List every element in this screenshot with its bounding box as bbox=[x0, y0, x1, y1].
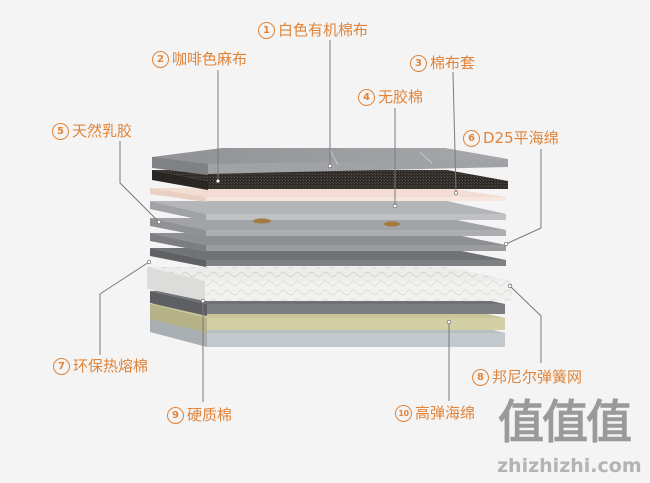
leader-7-dot bbox=[146, 259, 152, 265]
label-text: 硬质棉 bbox=[187, 406, 233, 424]
label-high-elastic-sponge: 10 高弹海绵 bbox=[395, 404, 475, 422]
label-number: 8 bbox=[472, 368, 489, 386]
label-bonnell-spring: 8 邦尼尔弹簧网 bbox=[472, 368, 582, 386]
leader-5 bbox=[119, 141, 160, 223]
label-text: 无胶棉 bbox=[378, 88, 424, 106]
label-number: 5 bbox=[52, 122, 69, 140]
leader-1-dot bbox=[327, 163, 333, 169]
leader-8-dot bbox=[507, 283, 513, 289]
label-thermal-cotton: 7 环保热熔棉 bbox=[53, 357, 148, 375]
leader-5-dot bbox=[156, 219, 162, 225]
label-glue-free-cotton: 4 无胶棉 bbox=[358, 88, 423, 106]
label-text: D25平海绵 bbox=[483, 129, 559, 147]
leader-7 bbox=[99, 261, 150, 355]
label-text: 白色有机棉布 bbox=[278, 21, 369, 39]
layer-bonnell-spring bbox=[147, 267, 512, 301]
layer-natural-latex bbox=[150, 218, 506, 237]
label-cotton-cover: 3 棉布套 bbox=[410, 54, 475, 72]
label-d25-sponge: 6 D25平海绵 bbox=[463, 129, 559, 147]
label-number: 10 bbox=[395, 404, 412, 422]
layer-cotton-cover bbox=[150, 188, 506, 202]
leader-3-dot bbox=[453, 190, 459, 196]
leader-4-dot bbox=[392, 203, 398, 209]
leader-6 bbox=[505, 149, 542, 245]
label-text: 环保热熔棉 bbox=[73, 357, 149, 375]
label-white-organic-cotton: 1 白色有机棉布 bbox=[258, 21, 368, 39]
leader-3 bbox=[452, 71, 457, 194]
label-hard-cotton: 9 硬质棉 bbox=[167, 406, 232, 424]
leader-8 bbox=[509, 285, 542, 363]
label-text: 高弹海绵 bbox=[415, 404, 476, 422]
leader-9-dot bbox=[200, 298, 206, 304]
label-text: 咖啡色麻布 bbox=[172, 50, 248, 68]
label-number: 9 bbox=[167, 406, 184, 424]
label-number: 4 bbox=[358, 88, 375, 106]
layer-glue-free-cotton bbox=[150, 201, 506, 227]
watermark-logo: 值值值 bbox=[498, 395, 632, 449]
label-text: 棉布套 bbox=[430, 54, 476, 72]
leader-lines bbox=[99, 40, 542, 402]
label-number: 2 bbox=[152, 50, 169, 68]
label-number: 6 bbox=[463, 129, 480, 147]
label-number: 7 bbox=[53, 357, 70, 375]
label-natural-latex: 5 天然乳胶 bbox=[52, 122, 132, 140]
leader-10-dot bbox=[446, 319, 452, 325]
label-number: 1 bbox=[258, 21, 275, 39]
watermark-url: zhizhizhi.com bbox=[497, 455, 642, 477]
label-text: 天然乳胶 bbox=[72, 122, 133, 140]
label-number: 3 bbox=[410, 54, 427, 72]
leader-2-dot bbox=[215, 178, 221, 184]
label-text: 邦尼尔弹簧网 bbox=[492, 368, 583, 386]
leader-6-dot bbox=[503, 241, 509, 247]
label-coffee-linen: 2 咖啡色麻布 bbox=[152, 50, 247, 68]
